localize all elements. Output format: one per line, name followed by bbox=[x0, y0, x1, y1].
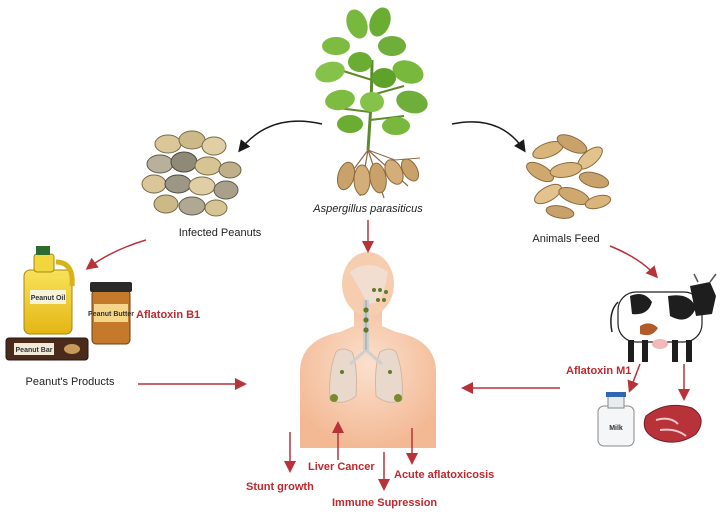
peanut-products-label: Peanut's Products bbox=[26, 376, 115, 388]
meat-icon bbox=[643, 404, 702, 443]
animals-feed-icon bbox=[526, 134, 612, 219]
infected-peanuts-label: Infected Peanuts bbox=[179, 227, 262, 239]
arrow-cow-to-milk bbox=[627, 363, 641, 393]
aflatoxin-b1-label: Aflatoxin B1 bbox=[136, 309, 200, 321]
oil-bottle-label: Peanut Oil bbox=[31, 295, 66, 302]
source-label: Aspergillus parasiticus bbox=[312, 203, 423, 215]
peanut-oil-icon: Peanut Oil bbox=[23, 246, 75, 335]
jar-label: Peanut Butter bbox=[88, 311, 134, 318]
arrow-feed-to-cow bbox=[609, 245, 658, 279]
peanut-plant-icon bbox=[315, 7, 428, 199]
cow-icon bbox=[610, 273, 717, 362]
peanut-butter-jar-icon: Peanut Butter bbox=[88, 282, 134, 345]
peanut-bar-icon: Peanut Bar bbox=[5, 337, 89, 361]
infected-peanuts-icon bbox=[141, 130, 242, 217]
liver-cancer-label: Liver Cancer bbox=[308, 461, 375, 473]
bar-label: Peanut Bar bbox=[16, 347, 53, 354]
milk-jug-icon: Milk bbox=[597, 392, 635, 447]
arrow-infected-to-products bbox=[85, 239, 147, 270]
aflatoxin-m1-label: Aflatoxin M1 bbox=[566, 365, 631, 377]
arrow-plant-to-infected bbox=[238, 120, 323, 153]
animals-feed-label: Animals Feed bbox=[532, 233, 599, 245]
acute-aflatoxicosis-label: Acute aflatoxicosis bbox=[394, 469, 494, 481]
arrow-plant-to-feed bbox=[451, 121, 526, 153]
milk-label: Milk bbox=[609, 425, 623, 432]
immune-supression-label: Immune Supression bbox=[332, 497, 437, 509]
stunt-growth-label: Stunt growth bbox=[246, 481, 314, 493]
human-body-icon bbox=[300, 252, 436, 448]
